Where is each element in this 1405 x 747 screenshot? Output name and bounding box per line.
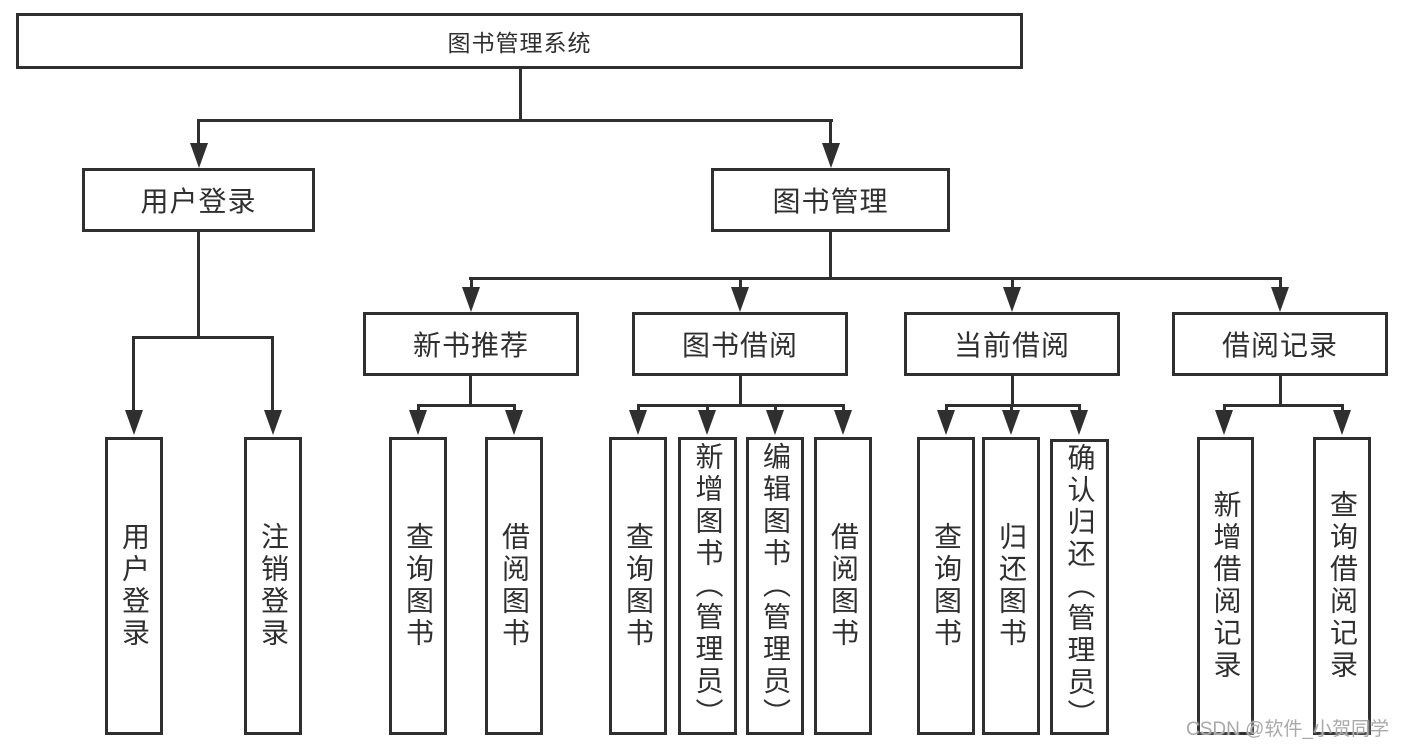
node-leaf-return-books-label: 归还图书 <box>996 522 1027 650</box>
connector-line <box>513 404 516 413</box>
arrowhead-down-icon <box>1070 410 1088 435</box>
connector-line <box>637 404 640 413</box>
node-leaf-query-borrow-record-label: 查询借阅记录 <box>1327 490 1358 682</box>
connector-line <box>519 69 522 121</box>
arrowhead-down-icon <box>698 410 716 435</box>
connector-line <box>417 404 516 407</box>
arrowhead-down-icon <box>409 410 427 435</box>
connector-line <box>945 404 1081 407</box>
arrowhead-down-icon <box>1215 410 1233 435</box>
arrowhead-down-icon <box>731 287 749 312</box>
connector-line <box>739 277 742 291</box>
node-book-management: 图书管理 <box>711 168 950 232</box>
arrowhead-down-icon <box>190 143 208 168</box>
connector-line <box>132 336 274 339</box>
node-leaf-borrow-books-label: 借阅图书 <box>828 522 859 650</box>
node-user-login: 用户登录 <box>82 168 315 232</box>
connector-line <box>469 277 1282 280</box>
connector-line <box>132 336 135 412</box>
connector-line <box>1223 404 1226 413</box>
connector-line <box>706 404 709 413</box>
connector-line <box>829 119 832 145</box>
connector-line <box>1078 404 1081 413</box>
arrowhead-down-icon <box>264 410 282 435</box>
node-leaf-logout-label: 注销登录 <box>258 522 289 650</box>
arrowhead-down-icon <box>125 410 143 435</box>
node-leaf-user-login: 用户登录 <box>105 437 163 735</box>
node-leaf-borrow-books-rec: 借阅图书 <box>485 437 543 735</box>
arrowhead-down-icon <box>505 410 523 435</box>
node-leaf-query-books-rec: 查询图书 <box>389 437 447 735</box>
arrowhead-down-icon <box>822 143 840 168</box>
arrowhead-down-icon <box>1002 410 1020 435</box>
node-leaf-query-books-current: 查询图书 <box>917 437 975 735</box>
connector-line <box>417 404 420 413</box>
node-leaf-add-borrow-record: 新增借阅记录 <box>1197 437 1254 735</box>
connector-line <box>739 376 742 407</box>
node-leaf-confirm-return-admin: 确认归还（管理员） <box>1050 439 1109 735</box>
arrowhead-down-icon <box>462 287 480 312</box>
connector-line <box>1011 277 1014 291</box>
connector-line <box>945 404 948 413</box>
node-leaf-add-books-admin-label: 新增图书（管理员） <box>692 442 724 730</box>
node-borrowing-records: 借阅记录 <box>1172 312 1388 376</box>
node-root: 图书管理系统 <box>16 13 1023 69</box>
arrowhead-down-icon <box>1003 287 1021 312</box>
connector-line <box>829 232 832 279</box>
connector-line <box>1279 277 1282 291</box>
node-leaf-borrow-books: 借阅图书 <box>814 437 872 735</box>
connector-line <box>774 404 777 413</box>
node-leaf-add-borrow-record-label: 新增借阅记录 <box>1210 490 1242 682</box>
connector-line <box>469 376 472 407</box>
connector-line <box>1011 376 1014 407</box>
connector-line <box>271 336 274 412</box>
node-leaf-logout: 注销登录 <box>244 437 302 735</box>
connector-line <box>197 119 833 122</box>
node-leaf-edit-books-admin: 编辑图书（管理员） <box>746 437 804 735</box>
arrowhead-down-icon <box>1271 287 1289 312</box>
connector-line <box>1223 404 1344 407</box>
arrowhead-down-icon <box>937 410 955 435</box>
node-new-book-recommend: 新书推荐 <box>363 312 579 376</box>
arrowhead-down-icon <box>766 410 784 435</box>
node-leaf-query-books-borrow-label: 查询图书 <box>623 522 654 650</box>
node-leaf-add-books-admin: 新增图书（管理员） <box>678 437 737 735</box>
arrowhead-down-icon <box>834 410 852 435</box>
node-leaf-edit-books-admin-label: 编辑图书（管理员） <box>760 442 791 730</box>
node-leaf-user-login-label: 用户登录 <box>119 522 150 650</box>
csdn-watermark: CSDN @软件_小贺同学 <box>1186 719 1389 740</box>
connector-line <box>470 277 473 291</box>
node-leaf-borrow-books-rec-label: 借阅图书 <box>499 522 530 650</box>
node-book-borrowing: 图书借阅 <box>632 312 848 376</box>
arrowhead-down-icon <box>1333 410 1351 435</box>
node-leaf-query-books-rec-label: 查询图书 <box>403 522 434 650</box>
arrowhead-down-icon <box>629 410 647 435</box>
connector-line <box>1341 404 1344 413</box>
connector-line <box>1010 404 1013 413</box>
node-leaf-query-borrow-record: 查询借阅记录 <box>1313 437 1371 735</box>
node-leaf-confirm-return-admin-label: 确认归还（管理员） <box>1064 443 1096 731</box>
node-leaf-query-books-borrow: 查询图书 <box>609 437 667 735</box>
node-leaf-return-books: 归还图书 <box>982 437 1040 735</box>
connector-line <box>1279 376 1282 407</box>
connector-line <box>637 404 845 407</box>
connector-line <box>197 119 200 145</box>
node-current-borrowing: 当前借阅 <box>904 312 1120 376</box>
node-leaf-query-books-current-label: 查询图书 <box>931 522 962 650</box>
connector-line <box>842 404 845 413</box>
connector-line <box>197 232 200 338</box>
